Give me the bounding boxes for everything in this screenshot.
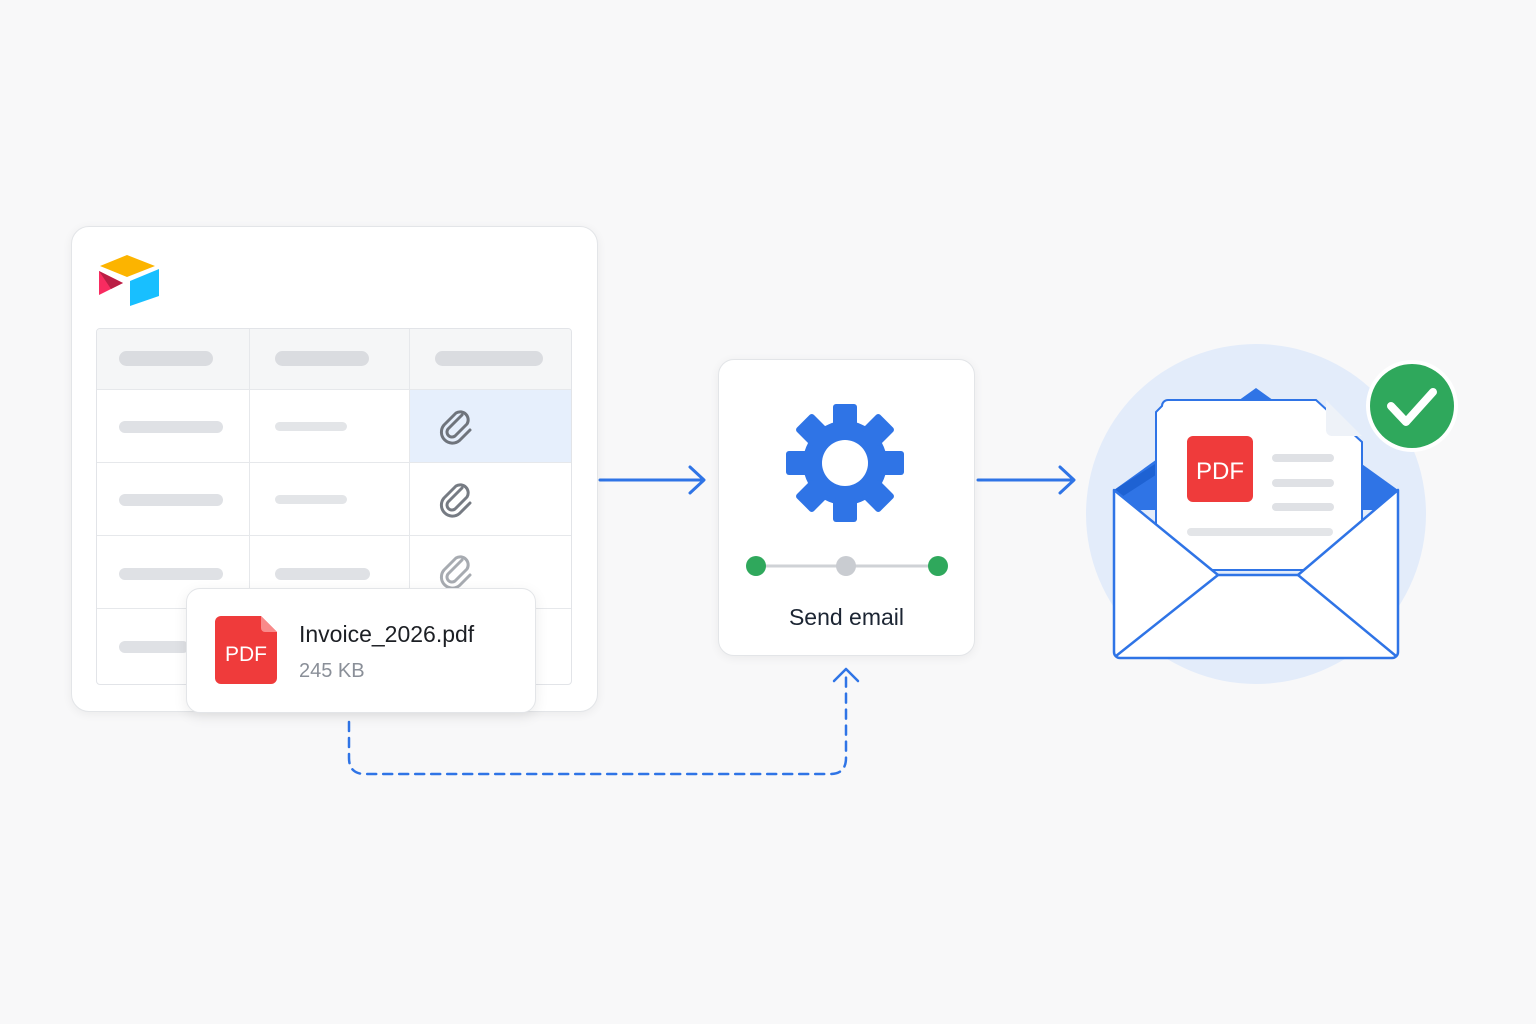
column-divider xyxy=(249,329,250,684)
cell-placeholder xyxy=(275,422,347,431)
action-label: Send email xyxy=(788,604,905,630)
arrow-action-to-email xyxy=(976,465,1076,495)
paperclip-icon[interactable] xyxy=(434,403,478,447)
table-row[interactable] xyxy=(97,462,571,535)
table-row[interactable] xyxy=(97,535,571,608)
file-size: 245 KB xyxy=(299,660,365,682)
column-divider xyxy=(409,329,410,684)
highlighted-cell[interactable] xyxy=(409,390,571,462)
check-circle-icon xyxy=(1366,360,1458,452)
pdf-file-icon xyxy=(1187,436,1253,502)
cell-placeholder xyxy=(119,421,223,433)
gear-icon xyxy=(786,404,904,522)
cell-placeholder xyxy=(119,568,223,580)
letter-document: PDF xyxy=(1155,399,1363,571)
arrow-table-to-action xyxy=(598,465,706,495)
cell-placeholder xyxy=(275,568,370,580)
paperclip-icon[interactable] xyxy=(434,548,478,592)
cell-placeholder xyxy=(119,641,189,653)
paperclip-icon[interactable] xyxy=(434,476,478,520)
pdf-file-icon: PDF xyxy=(215,616,277,684)
table-header-row xyxy=(97,329,571,389)
pdf-badge-text: PDF xyxy=(225,643,267,666)
envelope-icon: PDF xyxy=(1086,344,1458,684)
step-pending-dot xyxy=(836,556,856,576)
pdf-badge-text: PDF xyxy=(1196,458,1244,485)
header-placeholder xyxy=(435,351,543,366)
cell-placeholder xyxy=(275,495,347,504)
airtable-logo-icon xyxy=(99,255,159,306)
cell-placeholder xyxy=(119,494,223,506)
file-name: Invoice_2026.pdf xyxy=(299,621,475,647)
table-row[interactable] xyxy=(97,389,571,462)
step-complete-dot xyxy=(928,556,948,576)
step-complete-dot xyxy=(746,556,766,576)
header-placeholder xyxy=(119,351,213,366)
header-placeholder xyxy=(275,351,369,366)
workflow-progress-steps xyxy=(746,556,948,576)
